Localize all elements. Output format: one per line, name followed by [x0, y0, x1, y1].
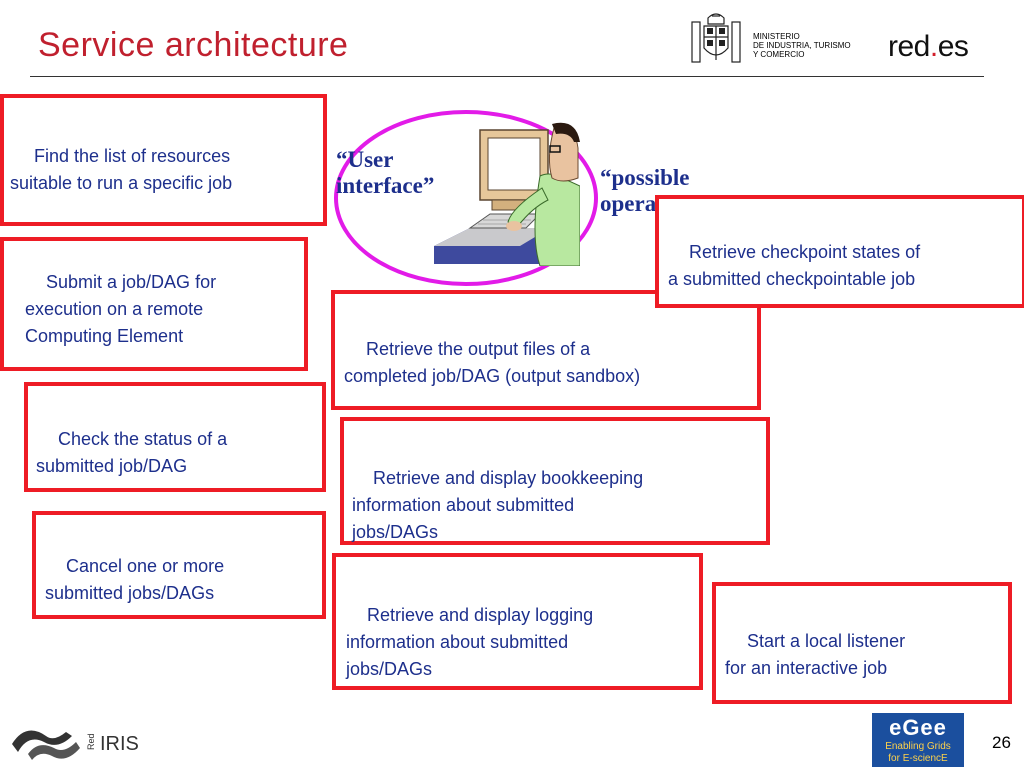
operation-box-bookkeeping: Retrieve and display bookkeeping informa… [340, 417, 770, 545]
slide-title: Service architecture [38, 26, 349, 64]
svg-text:IRIS: IRIS [100, 733, 139, 755]
computer-user-illustration [434, 122, 580, 266]
user-interface-ellipse [334, 110, 598, 286]
operation-box-checkpoint: Retrieve checkpoint states of a submitte… [655, 195, 1024, 308]
title-divider [30, 76, 984, 77]
red-es-logo: red.es [888, 30, 969, 63]
operation-box-logging: Retrieve and display logging information… [332, 553, 703, 690]
svg-text:Red: Red [86, 733, 96, 750]
operation-box-check-status: Check the status of a submitted job/DAG [24, 382, 326, 492]
ministerio-text: MINISTERIO DE INDUSTRIA, TURISMO Y COMER… [753, 32, 851, 59]
operation-box-retrieve-output: Retrieve the output files of a completed… [331, 290, 761, 410]
user-interface-label: “User interface” [336, 147, 435, 198]
operation-box-cancel-jobs: Cancel one or more submitted jobs/DAGs [32, 511, 326, 619]
operation-box-find-resources: Find the list of resources suitable to r… [0, 94, 327, 226]
operation-box-interactive-listener: Start a local listener for an interactiv… [712, 582, 1012, 704]
operation-box-submit-job: Submit a job/DAG for execution on a remo… [0, 237, 308, 371]
rediris-logo: Red IRIS [12, 730, 139, 760]
egee-logo: eGee Enabling Grids for E-sciencE [872, 713, 964, 767]
page-number: 26 [992, 733, 1011, 752]
ministerio-coat-of-arms-logo [691, 13, 741, 63]
